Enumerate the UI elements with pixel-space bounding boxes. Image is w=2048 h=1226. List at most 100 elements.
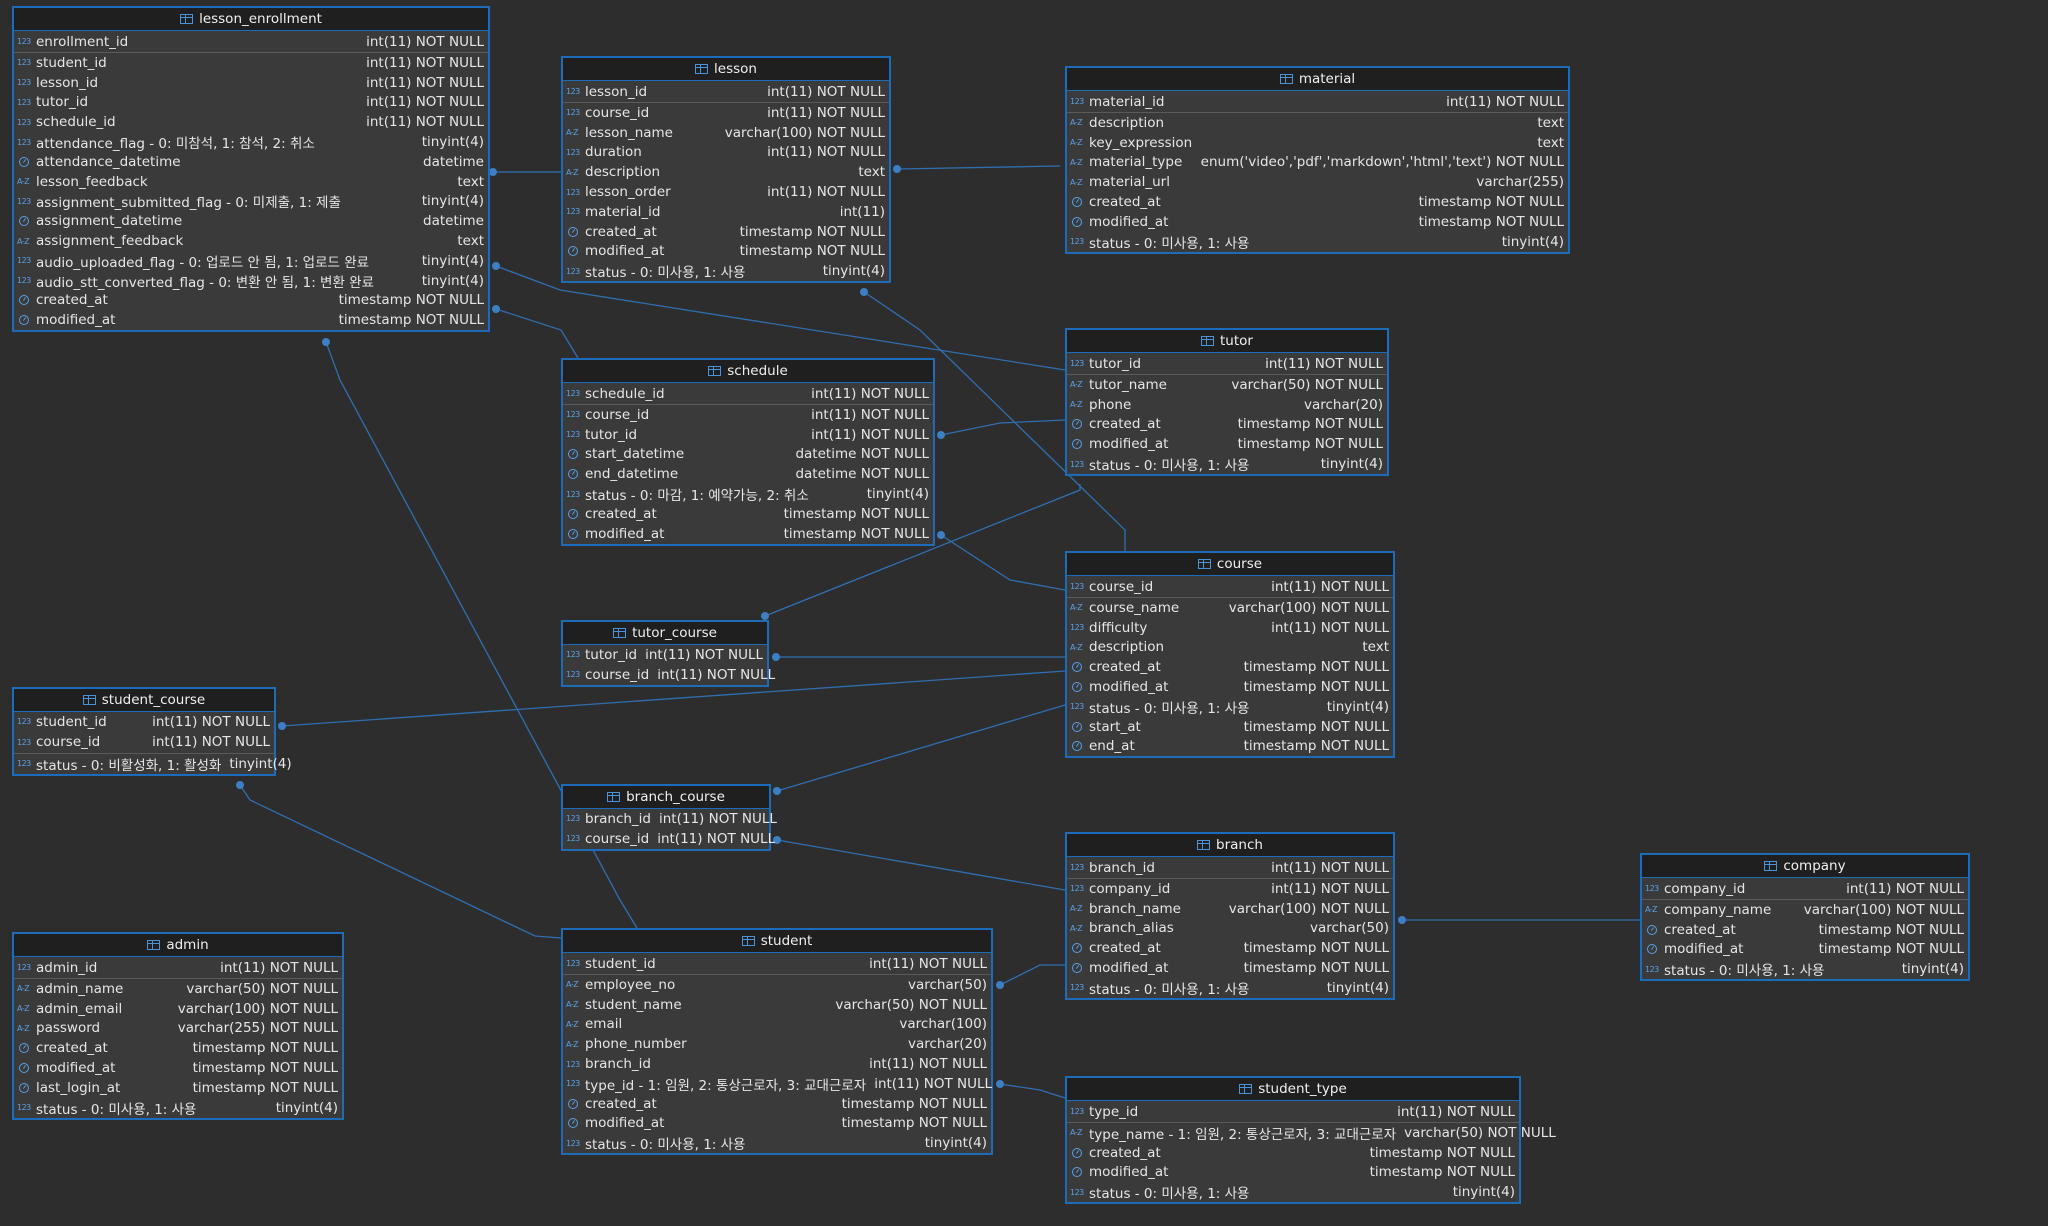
table-header[interactable]: schedule: [563, 360, 933, 383]
table-header[interactable]: tutor_course: [563, 622, 767, 645]
table-header[interactable]: tutor: [1067, 330, 1387, 353]
table-header[interactable]: company: [1642, 855, 1968, 878]
table-header[interactable]: course: [1067, 553, 1393, 576]
table-header[interactable]: lesson: [563, 58, 889, 81]
table-header[interactable]: branch: [1067, 834, 1393, 857]
table-header[interactable]: student_course: [14, 689, 274, 712]
table-header[interactable]: material: [1067, 68, 1568, 91]
table-header[interactable]: student_type: [1067, 1078, 1519, 1101]
table-header[interactable]: branch_course: [563, 786, 769, 809]
